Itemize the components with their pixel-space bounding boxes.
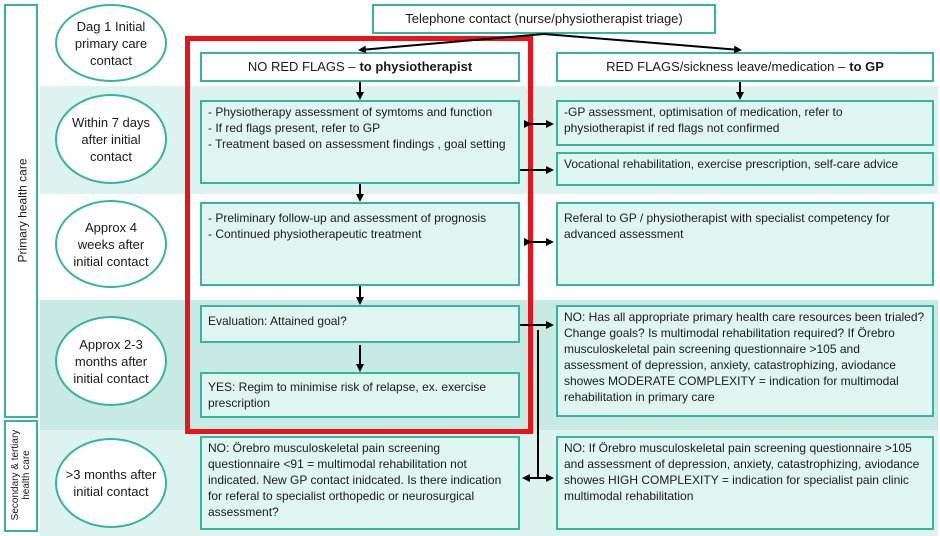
timeline-3months-label: >3 months after initial contact <box>65 467 157 499</box>
evaluation-text: Evaluation: Attained goal? <box>208 314 347 328</box>
vocational-box: Vocational rehabilitation, exercise pres… <box>556 152 934 186</box>
timeline-2-3months-label: Approx 2-3 months after initial contact <box>73 336 149 386</box>
telephone-contact-box: Telephone contact (nurse/physiotherapist… <box>372 4 716 34</box>
no-primary-box: NO: Has all appropriate primary health c… <box>556 305 934 417</box>
no-secondary-text: NO: Örebro musculoskeletal pain screenin… <box>208 441 502 519</box>
primary-care-column: Primary health care <box>4 4 38 418</box>
timeline-3months: >3 months after initial contact <box>55 438 167 528</box>
secondary-care-column: Secondary & tertiary health care <box>4 420 38 532</box>
no-red-flags-text: NO RED FLAGS – <box>247 59 356 74</box>
no-primary-text: NO: Has all appropriate primary health c… <box>564 310 925 404</box>
no-red-flags-target: to physiotherapist <box>359 59 473 74</box>
timeline-4weeks-label: Approx 4 weeks after initial contact <box>73 219 149 269</box>
referal-box: Referal to GP / physiotherapist with spe… <box>556 202 934 286</box>
followup-line-1: - Preliminary follow-up and assessment o… <box>208 211 487 225</box>
referal-text: Referal to GP / physiotherapist with spe… <box>564 211 890 241</box>
followup-line-2: - Continued physiotherapeutic treatment <box>208 227 422 241</box>
physio-assessment-box: - Physiotherapy assessment of symtoms an… <box>200 100 520 184</box>
timeline-4weeks: Approx 4 weeks after initial contact <box>55 200 167 288</box>
timeline-7days-label: Within 7 days after initial contact <box>71 114 151 164</box>
no-specialist-box: NO: If Örebro musculoskeletal pain scree… <box>556 436 934 530</box>
assessment-line-1: - Physiotherapy assessment of symtoms an… <box>208 105 493 119</box>
gp-assessment-box: -GP assessment, optimisation of medicati… <box>556 100 934 146</box>
yes-box: YES: Regim to minimise risk of relapse, … <box>200 372 520 418</box>
gp-assessment-text: -GP assessment, optimisation of medicati… <box>564 105 843 135</box>
timeline-2-3months: Approx 2-3 months after initial contact <box>55 316 167 406</box>
assessment-line-2: - If red flags present, refer to GP <box>208 121 381 135</box>
assessment-line-3: - Treatment based on assessment findings… <box>208 137 506 151</box>
vocational-text: Vocational rehabilitation, exercise pres… <box>564 157 899 171</box>
physiotherapist-pathway-highlight <box>185 36 533 434</box>
timeline-day1: Dag 1 Initial primary care contact <box>55 4 167 82</box>
timeline-day1-label: Dag 1 Initial primary care contact <box>74 18 148 68</box>
evaluation-box: Evaluation: Attained goal? <box>200 305 520 343</box>
red-flags-box: RED FLAGS/sickness leave/medication –to … <box>556 52 934 82</box>
telephone-contact-text: Telephone contact (nurse/physiotherapist… <box>405 11 683 26</box>
arrow-to-no-red-flags <box>358 33 545 54</box>
yes-text: YES: Regim to minimise risk of relapse, … <box>208 380 487 410</box>
arrow-to-red-flags <box>543 33 742 54</box>
followup-box: - Preliminary follow-up and assessment o… <box>200 202 520 286</box>
no-specialist-text: NO: If Örebro musculoskeletal pain scree… <box>564 441 920 503</box>
no-secondary-box: NO: Örebro musculoskeletal pain screenin… <box>200 436 520 530</box>
red-flags-target: to GP <box>849 59 884 74</box>
timeline-7days: Within 7 days after initial contact <box>55 94 167 184</box>
red-flags-text: RED FLAGS/sickness leave/medication – <box>606 59 846 74</box>
